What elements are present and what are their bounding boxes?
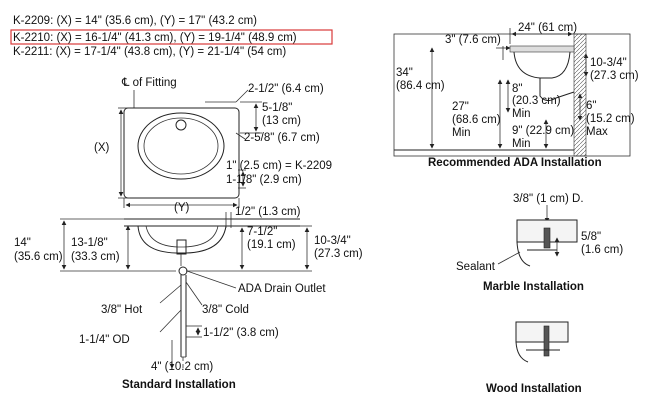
highlight-box [10, 29, 333, 45]
overflow-hole [175, 119, 187, 131]
wood-countertop [515, 321, 569, 343]
standard-caption: Standard Installation [122, 379, 236, 391]
dim-2-5-8: 2-5/8" (6.7 cm) [244, 132, 320, 144]
dim-5-1-8-cm: (13 cm) [262, 115, 301, 127]
ada-caption: Recommended ADA Installation [428, 157, 602, 169]
dim-7-1-2-in: 7-1/2" [247, 226, 277, 238]
dim-14-cm: (35.6 cm) [14, 251, 63, 263]
ada-dim-10-3-4-cm: (27.3 cm) [590, 70, 639, 82]
hot-label: 3/8" Hot [101, 304, 143, 316]
top-view: ℄ of Fitting 2-1/2" (6.4 cm) 5-1/8" (13 … [94, 77, 332, 214]
ada-dim-6-max: Max [586, 126, 608, 138]
dim-13-1-8-in: 13-1/8" [71, 237, 108, 249]
ada-dim-34-in: 34" [396, 67, 413, 79]
y-label: (Y) [174, 202, 190, 214]
dim-10-3-4-in: 10-3/4" [314, 235, 351, 247]
ada-dim-3: 3" (7.6 cm) [445, 34, 501, 46]
ada-dim-8-cm: (20.3 cm) [512, 95, 561, 107]
cold-label: 3/8" Cold [202, 304, 249, 316]
ada-drain-outlet [178, 266, 188, 276]
ada-installation: 24" (61 cm) 3" (7.6 cm) 34" (86.4 cm) 27… [393, 22, 639, 169]
model-k2211: K-2211: (X) = 17-1/4" (43.8 cm), (Y) = 2… [13, 46, 286, 58]
ada-drain-label: ADA Drain Outlet [238, 283, 326, 295]
dim-7-1-2-cm: (19.1 cm) [247, 239, 296, 251]
dim-1-in-k2209: 1" (2.5 cm) = K-2209 [226, 160, 332, 172]
wood-screw [543, 325, 550, 357]
marble-installation: 3/8" (1 cm) D. 5/8" (1.6 cm) Sealant Mar… [456, 193, 623, 293]
ada-dim-8-in: 8" [512, 83, 522, 95]
bowl-profile [137, 225, 227, 254]
dim-1-1-2: 1-1/2" (3.8 cm) [203, 327, 279, 339]
dim-10-3-4-cm: (27.3 cm) [314, 248, 363, 260]
ada-dim-8-min: Min [512, 108, 531, 120]
marble-dim-5-8-cm: (1.6 cm) [581, 244, 623, 256]
marble-dim-5-8-in: 5/8" [581, 231, 601, 243]
dim-14-in: 14" [14, 237, 31, 249]
marble-clip [543, 227, 551, 249]
dim-2-1-2: 2-1/2" (6.4 cm) [248, 83, 324, 95]
model-k2210: K-2210: (X) = 16-1/4" (41.3 cm), (Y) = 1… [13, 32, 297, 44]
ada-dim-34-cm: (86.4 cm) [396, 80, 445, 92]
dim-4-in: 4" (10.2 cm) [151, 361, 213, 373]
marble-caption: Marble Installation [483, 281, 584, 293]
ada-dim-27-in: 27" [452, 101, 469, 113]
ada-dim-27-cm: (68.6 cm) [452, 114, 501, 126]
dim-13-1-8-cm: (33.3 cm) [71, 251, 120, 263]
od-label: 1-1/4" OD [79, 334, 130, 346]
sink-bowl-outline [137, 112, 225, 180]
dim-1-1-8: 1-1/8" (2.9 cm) [226, 174, 302, 186]
side-view: 14" (35.6 cm) 13-1/8" (33.3 cm) 1/2" (1.… [14, 206, 363, 391]
ada-dim-9-cm: 9" (22.9 cm) [512, 125, 574, 137]
ada-dim-6-in: 6" [586, 100, 596, 112]
sink-rim-outline [123, 107, 240, 199]
ada-dim-6-cm: (15.2 cm) [586, 113, 635, 125]
centerline-label: ℄ of Fitting [121, 77, 177, 89]
sink-bowl-inner [143, 117, 219, 175]
ada-dim-9-min: Min [512, 138, 531, 150]
model-k2209: K-2209: (X) = 14" (35.6 cm), (Y) = 17" (… [13, 15, 257, 27]
dim-1-2: 1/2" (1.3 cm) [235, 206, 301, 218]
sealant-label: Sealant [456, 261, 496, 273]
wood-caption: Wood Installation [486, 383, 582, 395]
x-label: (X) [94, 142, 110, 154]
ada-dim-24: 24" (61 cm) [518, 22, 577, 34]
ada-dim-10-3-4-in: 10-3/4" [590, 57, 627, 69]
wood-installation: Wood Installation [486, 321, 582, 395]
ada-dim-27-min: Min [452, 127, 471, 139]
dim-5-1-8-in: 5-1/8" [262, 102, 292, 114]
marble-dim-3-8: 3/8" (1 cm) D. [513, 193, 584, 205]
